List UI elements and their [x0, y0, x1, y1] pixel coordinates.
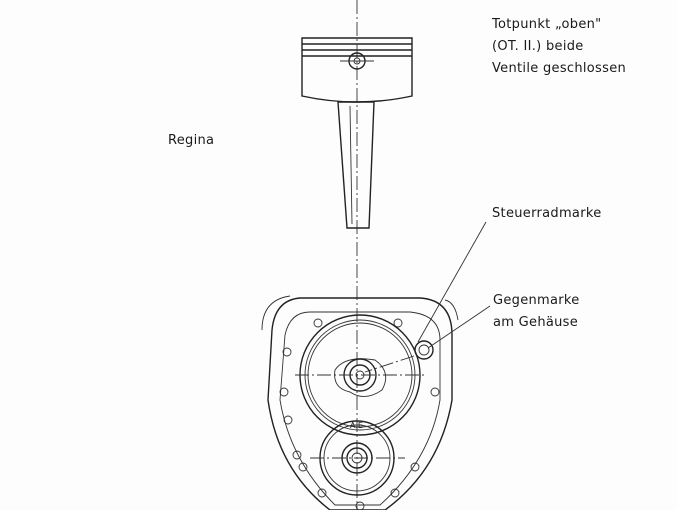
- housing-mark-line-1: Gegenmarke: [493, 293, 580, 308]
- camshaft-gear: [295, 314, 425, 436]
- svg-text:A.E: A.E: [350, 421, 363, 430]
- housing-mark-label: Gegenmarke am Gehäuse: [493, 290, 580, 334]
- gear-mark-label: Steuerradmarke: [492, 206, 602, 221]
- dead-center-label: Totpunkt „oben" (OT. II.) beide Ventile …: [492, 14, 626, 80]
- dead-center-line-2: (OT. II.) beide: [492, 39, 584, 54]
- model-label: Regina: [168, 133, 215, 148]
- engine-housing: [261, 295, 459, 510]
- connecting-rod: [337, 101, 375, 229]
- housing-mark-leader: [427, 305, 491, 349]
- piston: [301, 37, 413, 103]
- dead-center-line-3: Ventile geschlossen: [492, 61, 627, 76]
- crankshaft-gear: A.E: [310, 420, 405, 496]
- dead-center-line-1: Totpunkt „oben": [492, 17, 602, 32]
- housing-mark: [414, 340, 434, 360]
- gear-mark-leader: [417, 221, 487, 343]
- housing-mark-line-2: am Gehäuse: [493, 315, 579, 330]
